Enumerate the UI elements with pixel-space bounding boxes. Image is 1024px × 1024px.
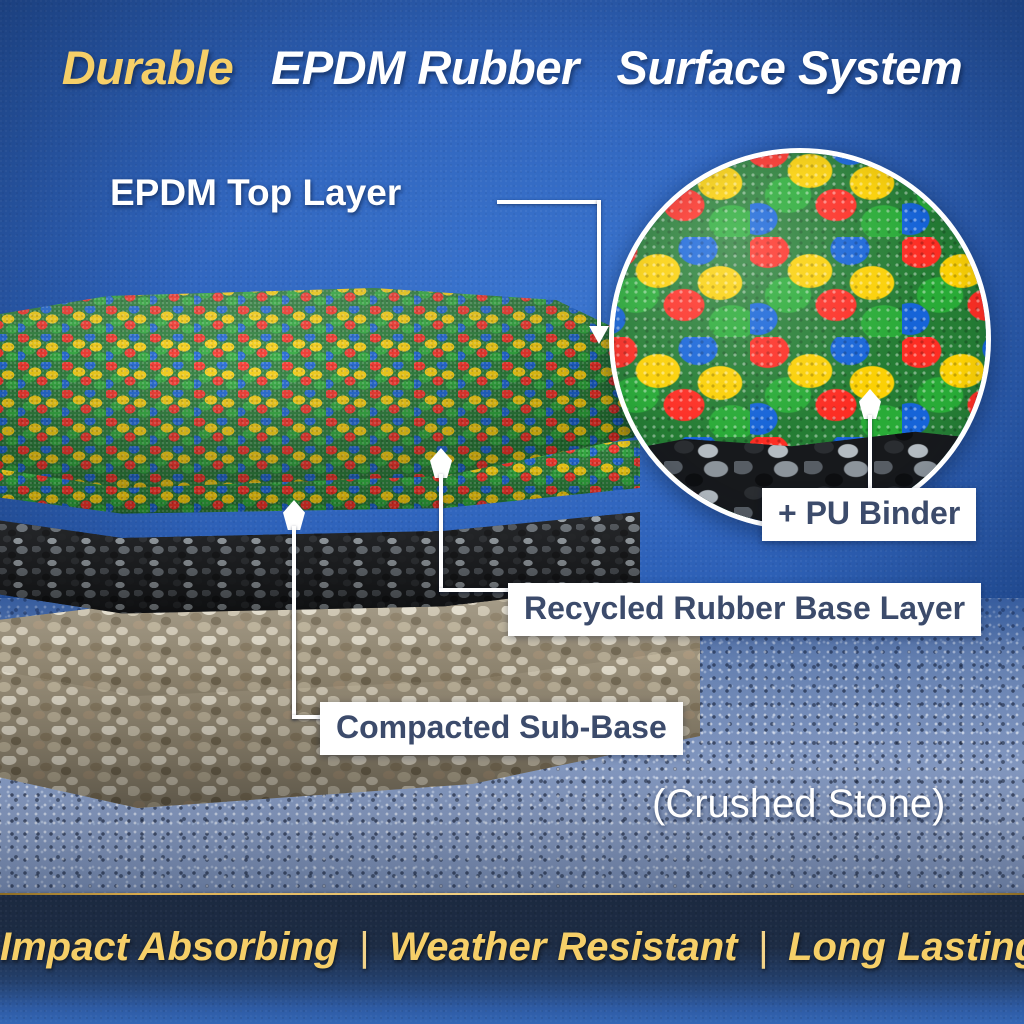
epdm-top-face — [0, 288, 640, 488]
label-epdm-top-layer: EPDM Top Layer — [110, 172, 402, 213]
label-compacted-sub-base: Compacted Sub-Base — [320, 702, 683, 755]
page-title: Durable EPDM Rubber Surface System — [0, 40, 1024, 95]
epdm-speckle-top — [0, 288, 640, 488]
footer-feature-list: Impact Absorbing | Weather Resistant | L… — [0, 925, 1024, 970]
footer-separator-1: | — [358, 925, 370, 969]
footer-feature-1: Impact Absorbing — [0, 925, 339, 969]
leader-epdm-vertical — [597, 200, 601, 328]
title-light-words: Surface System — [616, 41, 963, 94]
leader-subbase-vertical — [292, 526, 296, 719]
label-crushed-stone: (Crushed Stone) — [652, 782, 946, 826]
title-gold-word: Durable — [61, 41, 234, 94]
leader-pu-binder-vertical — [868, 415, 872, 493]
footer-feature-2: Weather Resistant — [389, 925, 738, 969]
magnifier-circle — [609, 148, 991, 530]
label-recycled-rubber-base: Recycled Rubber Base Layer — [508, 583, 982, 636]
leader-recycled-horizontal — [439, 588, 514, 592]
pin-recycled-rubber — [430, 448, 452, 478]
leader-recycled-vertical — [439, 474, 443, 592]
footer-texture — [0, 895, 1024, 1024]
title-bold-words: EPDM Rubber — [270, 41, 579, 94]
footer-separator-2: | — [757, 925, 768, 969]
epdm-top-shading — [0, 288, 640, 488]
epdm-granule-texture-top — [0, 288, 640, 488]
label-pu-binder: + PU Binder — [762, 488, 977, 541]
pin-pu-binder — [859, 389, 881, 419]
footer-band — [0, 895, 1024, 1024]
magnifier-glass-shine — [614, 153, 986, 525]
leader-epdm-horizontal — [497, 200, 600, 204]
footer-feature-3: Long Lasting — [788, 925, 1024, 969]
leader-subbase-horizontal — [292, 715, 332, 719]
pin-compacted-sub-base — [283, 500, 305, 530]
